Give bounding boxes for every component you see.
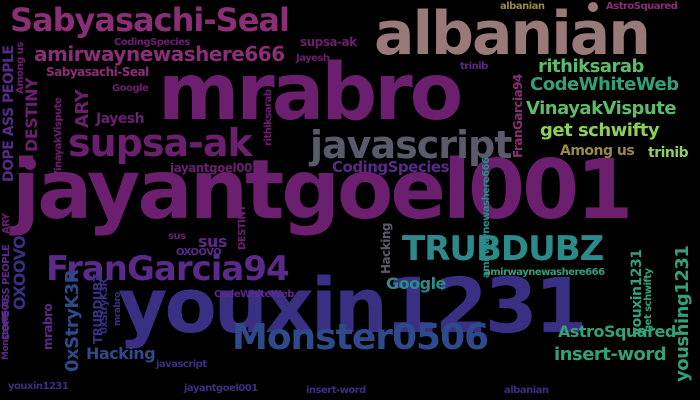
word: Among us	[15, 42, 26, 94]
word: trinib	[648, 145, 689, 161]
word: sus	[168, 231, 186, 242]
word: Hacking	[379, 223, 393, 274]
word: Monster0506	[1, 298, 11, 360]
word: albanian	[374, 0, 651, 69]
word: rithiksarab	[538, 56, 644, 77]
word: Hacking	[86, 344, 156, 363]
word: youxin1231	[8, 381, 69, 392]
word: amirwaynewashere666	[484, 267, 605, 278]
word: ARY	[72, 89, 93, 128]
word: albanian	[504, 385, 549, 396]
word: javascript	[156, 359, 207, 370]
word: 0xStryK3R	[99, 279, 110, 334]
word: jayantgoel001	[184, 383, 258, 394]
word: youxin1231	[629, 249, 645, 336]
word: Sabyasachi-Seal	[10, 1, 290, 39]
word: 0xStryK3R	[62, 269, 83, 372]
word: supsa-ak	[300, 35, 357, 49]
word: youxin1231	[118, 261, 588, 350]
word: DESTINY	[22, 77, 41, 152]
word: VinayakVispute	[53, 97, 64, 178]
word: insert-word	[554, 344, 667, 365]
word: get schwifty	[540, 120, 660, 141]
word: jayantgoel001	[12, 143, 633, 238]
word: get schwifty	[643, 268, 654, 332]
word: amirwaynewashere666	[481, 157, 492, 278]
word: CodingSpecies	[114, 37, 190, 48]
word: insert-word	[306, 385, 366, 396]
word: mrabro	[113, 292, 123, 326]
word: sus	[198, 232, 227, 251]
word: Among us	[560, 143, 635, 159]
word: youshing1231	[672, 245, 693, 382]
word: trinib	[460, 61, 488, 72]
dot-decoration	[24, 158, 36, 170]
word: Jayesh	[296, 53, 330, 64]
word: jayantgoel001	[170, 161, 260, 175]
word: albanian	[500, 1, 545, 12]
word: Jayesh	[96, 111, 145, 127]
word: DESTINY	[237, 205, 248, 250]
word: Google	[386, 274, 446, 293]
word: TRUBDUBZ	[402, 229, 604, 269]
word: Google	[112, 83, 149, 94]
word: javascript	[310, 123, 512, 167]
word: CodingSpecies	[332, 158, 449, 176]
word: OXOOVO	[176, 247, 222, 258]
word: AstroSquared	[558, 322, 676, 341]
word: supsa-ak	[68, 121, 253, 165]
word: CodeWhiteWeb	[530, 74, 679, 95]
word: ARY	[1, 213, 12, 234]
word: AstroSquared	[606, 1, 678, 12]
word: FranGarcia94	[511, 74, 525, 158]
word: amirwaynewashere666	[34, 42, 285, 66]
word: rithiksarab	[263, 89, 274, 146]
word: OXOOVO	[10, 235, 29, 310]
word: DOPE ASS PEOPLE	[1, 45, 17, 182]
word: Monster0506	[232, 317, 489, 358]
dot-decoration	[588, 2, 598, 12]
word: CodeWhiteWeb	[214, 289, 294, 300]
word: Sabyasachi-Seal	[46, 65, 149, 79]
word: VinayakVispute	[526, 98, 677, 119]
word: mrabro	[41, 303, 55, 350]
word: mrabro	[158, 48, 463, 138]
word: FranGarcia94	[46, 249, 290, 289]
